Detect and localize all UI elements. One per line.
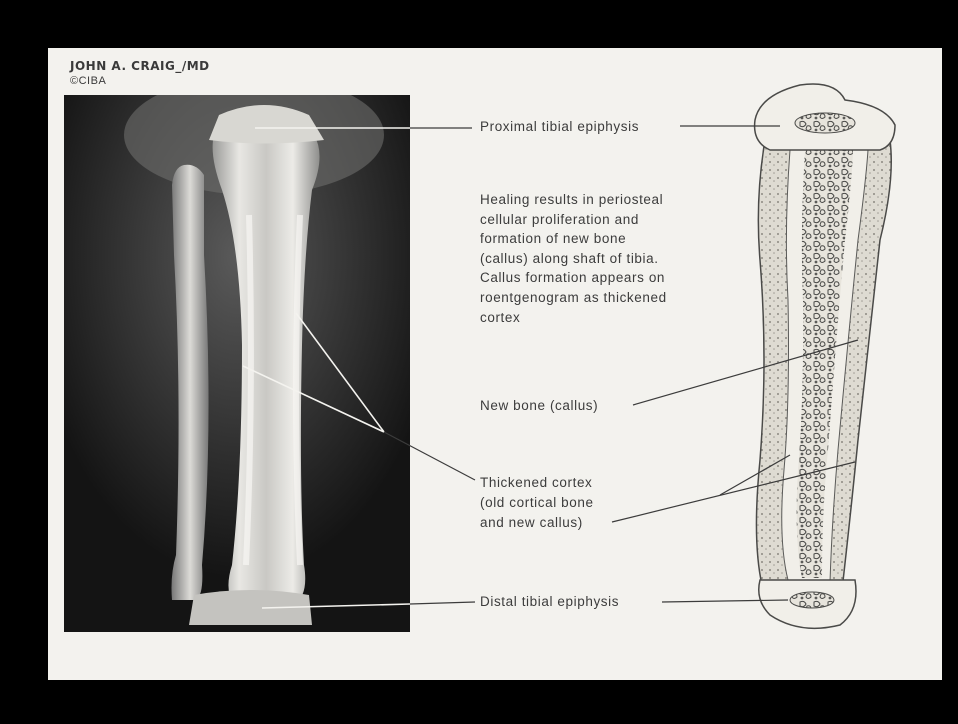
caption-line: cortex (480, 308, 750, 328)
caption-line: cellular proliferation and (480, 210, 750, 230)
label-old-cortical-bone: (old cortical bone (480, 495, 594, 510)
caption-line: Callus formation appears on (480, 268, 750, 288)
label-distal-tibial-epiphysis: Distal tibial epiphysis (480, 594, 619, 609)
label-thickened-cortex: Thickened cortex (480, 475, 592, 490)
label-new-bone-callus: New bone (callus) (480, 398, 598, 413)
label-and-new-callus: and new callus) (480, 515, 583, 530)
caption-line: Healing results in periosteal (480, 190, 750, 210)
caption-line: (callus) along shaft of tibia. (480, 249, 750, 269)
label-proximal-tibial-epiphysis: Proximal tibial epiphysis (480, 119, 639, 134)
caption-line: roentgenogram as thickened (480, 288, 750, 308)
caption-line: formation of new bone (480, 229, 750, 249)
caption-text: Healing results in periosteal cellular p… (480, 190, 750, 327)
